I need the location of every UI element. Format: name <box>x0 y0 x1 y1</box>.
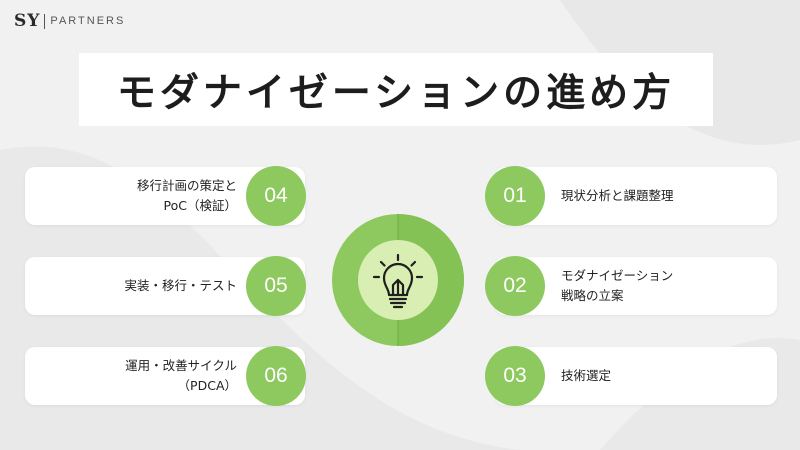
logo-divider <box>44 13 46 29</box>
step-label-04-line2: PoC（検証） <box>163 198 237 213</box>
step-label-05-line1: 実装・移行・テスト <box>124 278 237 293</box>
step-number-01: 01 <box>485 166 545 226</box>
step-label-02-line2: 戦略の立案 <box>561 288 624 303</box>
step-number-06: 06 <box>246 346 306 406</box>
step-number-02: 02 <box>485 256 545 316</box>
page-title: モダナイゼーションの進め方 <box>116 70 676 116</box>
step-label-02-line1: モダナイゼーション <box>561 268 674 283</box>
center-hub <box>332 214 464 346</box>
step-label-03-line1: 技術選定 <box>561 368 612 383</box>
step-label-05: 実装・移行・テスト <box>124 257 237 315</box>
step-label-06: 運用・改善サイクル （PDCA） <box>125 347 237 405</box>
step-number-04: 04 <box>246 166 306 226</box>
step-label-02: モダナイゼーション 戦略の立案 <box>561 257 673 315</box>
step-label-01: 現状分析と課題整理 <box>561 167 674 225</box>
step-label-06-line1: 運用・改善サイクル <box>125 358 237 373</box>
title-box: モダナイゼーションの進め方 <box>79 53 713 126</box>
step-number-03: 03 <box>485 346 545 406</box>
step-label-01-line1: 現状分析と課題整理 <box>561 188 674 203</box>
step-label-04: 移行計画の策定と PoC（検証） <box>137 167 237 225</box>
step-label-04-line1: 移行計画の策定と <box>136 178 237 193</box>
step-label-03: 技術選定 <box>561 347 611 405</box>
step-label-06-line2: （PDCA） <box>177 378 237 393</box>
lightbulb-icon <box>372 253 424 309</box>
step-number-05: 05 <box>246 256 306 316</box>
company-logo: SY PARTNERS <box>14 11 125 31</box>
logo-text: PARTNERS <box>50 15 126 27</box>
logo-mark: SY <box>14 11 41 31</box>
